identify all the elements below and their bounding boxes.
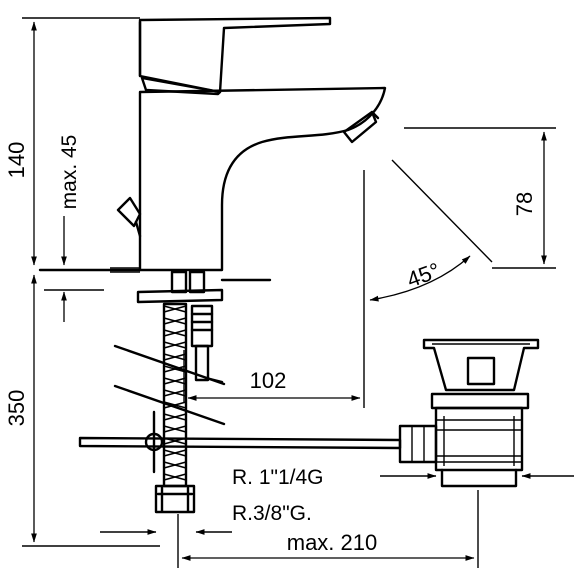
pop-up-rod [116,196,142,228]
dim-label-140: 140 [4,142,29,179]
thread-label-3-8: R.3/8"G. [232,502,312,525]
hose-nut [154,484,196,514]
dim-label-350: 350 [4,390,29,427]
dim-label-78: 78 [512,192,537,216]
dim-label-max-45: max. 45 [58,135,81,210]
mounting-plate [136,288,224,304]
lever-handle [138,16,332,94]
braided-hose [162,302,188,488]
dimension-lines [22,17,574,568]
mounting-assembly [38,268,402,514]
linkage-rod [78,436,402,450]
dim-label-102: 102 [250,368,287,393]
dim-label-45-degree: 45° [404,258,444,293]
cartridge-cap [140,76,222,96]
faucet-body [110,16,387,273]
drain-side-connector [398,424,438,464]
spout-body [138,86,387,272]
thread-label-1-1-4: R. 1"1/4G [232,466,324,489]
drain-body [434,406,524,472]
aerator [342,110,378,144]
drain-flange [422,338,540,392]
dim-label-max-210: max. 210 [287,530,378,555]
pop-up-drain [398,338,540,488]
